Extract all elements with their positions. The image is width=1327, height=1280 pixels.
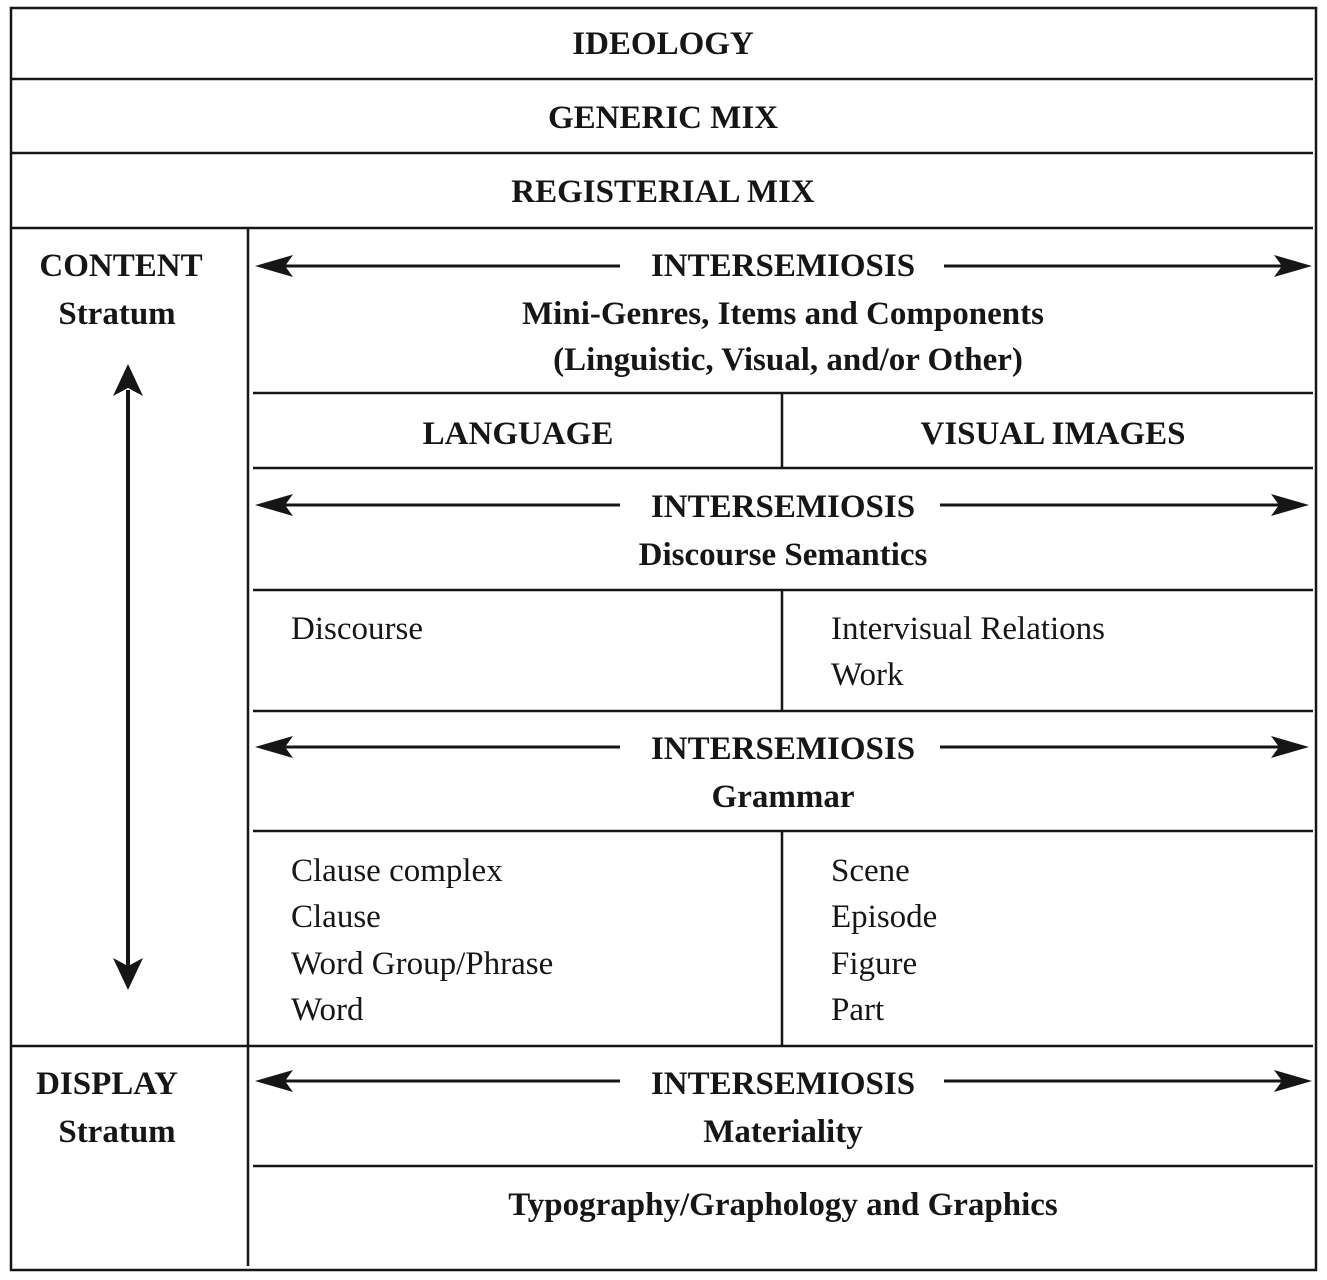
grammar-visual-item: Part	[831, 992, 885, 1028]
generic-mix-label: GENERIC MIX	[547, 100, 779, 136]
double-arrow-minigenres	[255, 255, 1312, 277]
content-stratum-label: CONTENT	[39, 248, 203, 284]
intersemiosis-discourse-semantics: INTERSEMIOSIS	[650, 489, 916, 525]
display-stratum-sublabel: Stratum	[58, 1114, 176, 1150]
grammar-language-item: Clause complex	[291, 853, 503, 889]
discourse-language-item: Discourse	[291, 611, 423, 647]
grammar-language-item: Clause	[291, 899, 381, 935]
display-stratum-label: DISPLAY	[36, 1066, 178, 1102]
grammar-language-item: Word	[291, 992, 364, 1028]
vertical-double-arrow	[113, 364, 143, 990]
ideology-label: IDEOLOGY	[572, 26, 754, 62]
double-arrow-materiality	[255, 1070, 1312, 1092]
grammar-title: Grammar	[711, 779, 855, 815]
grammar-visual-item: Episode	[831, 899, 938, 935]
registerial-mix-label: REGISTERIAL MIX	[511, 174, 815, 210]
minigenres-title: Mini-Genres, Items and Components	[522, 296, 1044, 332]
minigenres-subtitle: (Linguistic, Visual, and/or Other)	[553, 342, 1023, 378]
grammar-visual-item: Scene	[831, 853, 910, 889]
intersemiosis-materiality: INTERSEMIOSIS	[650, 1066, 916, 1102]
discourse-visual-item: Work	[831, 657, 904, 693]
language-column-header: LANGUAGE	[422, 416, 614, 452]
content-stratum-sublabel: Stratum	[58, 296, 176, 332]
discourse-visual-item: Intervisual Relations	[831, 611, 1106, 647]
discourse-semantics-title: Discourse Semantics	[638, 537, 928, 573]
intersemiosis-grammar: INTERSEMIOSIS	[650, 731, 916, 767]
typography-graphics-label: Typography/Graphology and Graphics	[508, 1187, 1058, 1223]
outer-border	[9, 6, 1318, 1272]
grammar-language-item: Word Group/Phrase	[291, 946, 554, 982]
double-arrow-discourse-semantics	[255, 494, 1309, 516]
intersemiosis-minigenres: INTERSEMIOSIS	[650, 248, 916, 284]
visual-images-column-header: VISUAL IMAGES	[920, 416, 1186, 452]
materiality-title: Materiality	[703, 1114, 863, 1150]
double-arrow-grammar	[255, 736, 1309, 758]
grammar-visual-item: Figure	[831, 946, 918, 982]
